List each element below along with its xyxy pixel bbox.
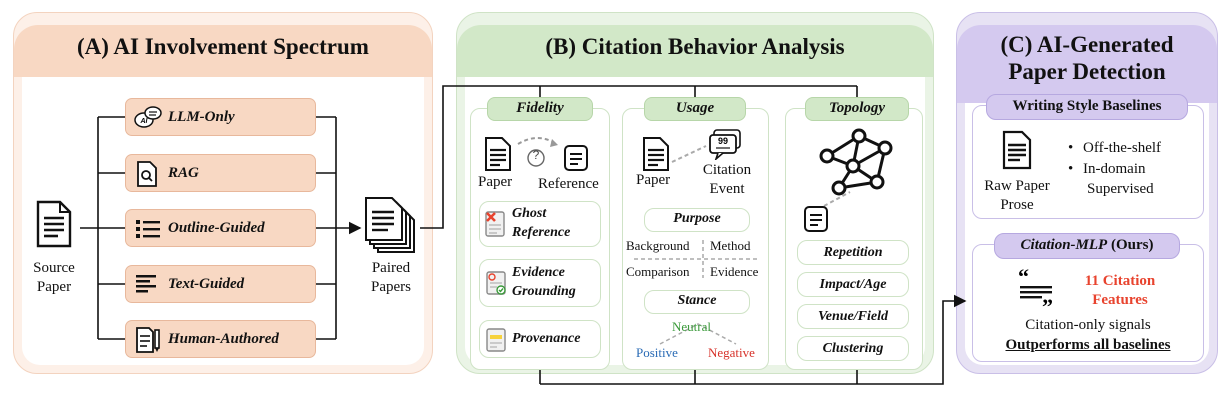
bullet-1: • Off-the-shelf — [1068, 140, 1162, 156]
mode-text-guided: Text-Guided — [125, 265, 316, 303]
reference-icon — [564, 145, 588, 171]
provenance-label: Provenance — [512, 331, 581, 346]
stance-positive: Positive — [636, 345, 678, 360]
svg-text:AI: AI — [140, 118, 149, 125]
topology-doc-icon — [804, 206, 828, 232]
features-label-2: Features — [1092, 292, 1148, 308]
stance-triangle — [659, 323, 737, 345]
ghost-label-2: Reference — [512, 225, 571, 240]
paired-label-1: Paired — [371, 260, 411, 276]
dashed-link — [671, 145, 707, 163]
raw-paper-label-1: Raw Paper — [984, 178, 1050, 194]
mode-label: Outline-Guided — [168, 219, 265, 236]
evidence-label-2: Grounding — [512, 284, 576, 299]
source-label-1: Source — [33, 260, 75, 276]
topology-dashed-link — [823, 191, 851, 207]
provenance-item: Provenance — [479, 320, 601, 358]
stance-neutral: Neutral — [672, 319, 711, 334]
svg-text:“: “ — [1018, 266, 1029, 289]
evidence-check-icon — [486, 271, 506, 295]
mode-outline-guided: Outline-Guided — [125, 209, 316, 247]
paired-label-2: Papers — [371, 279, 411, 295]
purpose-box: Purpose — [644, 208, 750, 232]
purpose-method: Method — [710, 238, 751, 253]
question-mark: ? — [532, 148, 540, 162]
mode-label: Text-Guided — [168, 275, 245, 292]
dashed-arrow-icon — [517, 137, 558, 167]
ours-tag-italic: Citation-MLP — [1020, 237, 1108, 253]
fidelity-paper-label: Paper — [478, 174, 513, 190]
ghost-reference-item: Ghost Reference — [479, 201, 601, 247]
fidelity-tag: Fidelity — [487, 97, 593, 121]
citation-event-icon: 99 — [709, 129, 741, 160]
paired-papers-icon — [365, 197, 415, 253]
document-search-icon — [137, 161, 157, 187]
outperforms-label: Outperforms all baselines — [1005, 337, 1171, 353]
text-lines-icon — [136, 275, 156, 293]
panel-c-title-line-2: Paper Detection — [1008, 59, 1166, 84]
panel-b-title: (B) Citation Behavior Analysis — [457, 25, 933, 77]
paper-icon — [485, 137, 511, 171]
mode-human-authored: Human-Authored — [125, 320, 316, 358]
bullet-2-cont: Supervised — [1087, 181, 1154, 197]
mode-label: RAG — [168, 164, 199, 181]
citation-event-label-1: Citation — [702, 162, 752, 178]
chat-bubbles-icon: AI — [134, 106, 162, 128]
metric-repetition: Repetition — [797, 240, 909, 265]
bullet-list-icon — [136, 220, 160, 238]
metric-clustering: Clustering — [797, 336, 909, 361]
provenance-icon — [486, 328, 506, 352]
bullet-2-text: In-domain — [1083, 161, 1146, 177]
source-label-2: Paper — [36, 279, 72, 295]
metric-venue-field: Venue/Field — [797, 304, 909, 329]
stance-box: Stance — [644, 290, 750, 314]
evidence-grounding-item: Evidence Grounding — [479, 259, 601, 307]
purpose-label: Purpose — [673, 211, 721, 226]
ghost-reference-icon — [485, 211, 505, 237]
bullet-2: • In-domain — [1068, 161, 1146, 177]
topology-tag: Topology — [805, 97, 909, 121]
mode-llm-only: AI LLM-Only — [125, 98, 316, 136]
ours-tag-rest: (Ours) — [1107, 237, 1154, 253]
evidence-label-1: Evidence — [512, 265, 565, 280]
ours-tag: Citation-MLP (Ours) — [994, 233, 1180, 259]
usage-paper-icon — [643, 137, 669, 171]
ghost-label-1: Ghost — [512, 206, 547, 221]
svg-text:”: ” — [1042, 294, 1053, 308]
stance-label: Stance — [677, 293, 717, 308]
panel-a-title: (A) AI Involvement Spectrum — [14, 25, 432, 77]
fidelity-reference-label: Reference — [538, 176, 599, 192]
citation-event-label-2: Event — [709, 181, 745, 197]
panel-c-title: (C) AI-Generated Paper Detection — [957, 25, 1217, 103]
citation-quote-icon: “ ” — [1018, 266, 1053, 308]
usage-tag: Usage — [644, 97, 746, 121]
mode-label: LLM-Only — [168, 108, 235, 125]
metric-impact-age: Impact/Age — [797, 272, 909, 297]
purpose-background: Background — [626, 238, 690, 253]
document-pencil-icon — [136, 327, 160, 353]
features-label-1: 11 Citation — [1084, 273, 1156, 289]
bullet-1-text: Off-the-shelf — [1083, 140, 1162, 156]
panel-ai-involvement: (A) AI Involvement Spectrum — [13, 12, 433, 374]
raw-paper-label-2: Prose — [1000, 197, 1034, 213]
purpose-comparison: Comparison — [626, 264, 690, 279]
panel-c-title-line-1: (C) AI-Generated — [1000, 32, 1174, 57]
usage-paper-label: Paper — [636, 172, 671, 188]
purpose-quadrant — [634, 240, 760, 278]
network-graph-icon — [819, 128, 893, 196]
mode-label: Human-Authored — [168, 330, 279, 347]
svg-text:99: 99 — [718, 136, 728, 146]
signals-label: Citation-only signals — [1025, 317, 1151, 333]
stance-negative: Negative — [708, 345, 755, 360]
purpose-evidence: Evidence — [710, 264, 759, 279]
mode-rag: RAG — [125, 154, 316, 192]
baselines-tag: Writing Style Baselines — [986, 94, 1188, 120]
source-paper-icon — [36, 200, 72, 248]
ours-box — [972, 244, 1204, 362]
raw-paper-icon — [1002, 130, 1032, 170]
